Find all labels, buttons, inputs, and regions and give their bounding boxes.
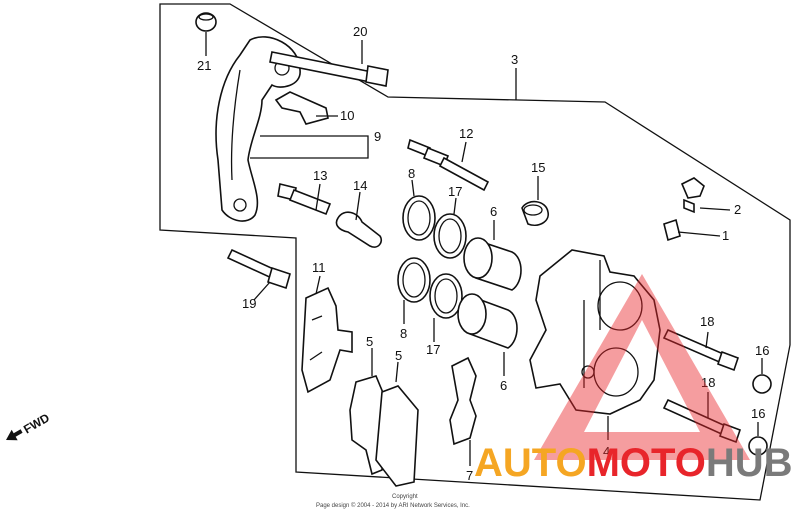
callout-8-lower: 8 (400, 326, 407, 341)
callout-6-upper: 6 (490, 204, 497, 219)
pin-12 (407, 138, 490, 192)
pin-13 (277, 183, 332, 216)
callout-15: 15 (531, 160, 545, 175)
copyright-note: Copyright Page design © 2004 - 2014 by A… (316, 494, 470, 509)
fwd-arrow-icon (6, 429, 23, 441)
shim-11 (301, 286, 353, 394)
callout-18-upper: 18 (700, 314, 714, 329)
svg-text:AUTOMOTOHUB: AUTOMOTOHUB (474, 441, 793, 485)
watermark-logo: AUTOMOTOHUB (474, 274, 793, 485)
callout-16-upper: 16 (755, 343, 769, 358)
cap-16-upper (752, 374, 772, 394)
watermark-hub: HUB (706, 441, 793, 485)
watermark-triangle-icon (534, 274, 750, 460)
cap-16-lower (748, 436, 768, 456)
bleeder-2 (680, 177, 705, 214)
seal-8-lower (397, 257, 431, 303)
cap-1 (663, 218, 681, 242)
caliper-body-4 (529, 249, 661, 415)
seal-17-upper (433, 213, 467, 259)
callout-19: 19 (242, 296, 256, 311)
callout-labels: 1 2 3 4 5 5 6 6 7 8 8 9 10 11 12 13 14 1… (197, 24, 769, 483)
callout-11: 11 (312, 260, 326, 275)
callout-7: 7 (466, 468, 473, 483)
copyright-line1: Copyright (392, 494, 418, 500)
callout-2: 2 (734, 202, 741, 217)
piston-6-lower (457, 293, 518, 349)
copyright-line2: Page design © 2004 - 2014 by ARI Network… (316, 502, 470, 509)
leader-lines (205, 32, 763, 466)
caliper-bracket (215, 36, 301, 222)
boot-14 (335, 211, 383, 248)
spring-7 (449, 356, 477, 446)
callout-21: 21 (197, 58, 211, 73)
callout-17-upper: 17 (448, 184, 462, 199)
callout-16-lower: 16 (751, 406, 765, 421)
callout-18-lower: 18 (701, 375, 715, 390)
pin-18-upper (662, 328, 740, 372)
callout-12: 12 (459, 126, 473, 141)
callout-13: 13 (313, 168, 327, 183)
callout-8-upper: 8 (408, 166, 415, 181)
watermark-auto: AUTO (474, 441, 587, 485)
cap-21 (195, 12, 217, 32)
pad-5-right (375, 385, 419, 487)
callout-9: 9 (374, 129, 381, 144)
pin-18-lower (662, 398, 742, 444)
callout-6-lower: 6 (500, 378, 507, 393)
fwd-arrow: FWD (6, 410, 52, 441)
callout-5-right: 5 (395, 348, 402, 363)
callout-5-left: 5 (366, 334, 373, 349)
cap-15 (521, 200, 549, 227)
callout-20: 20 (353, 24, 367, 39)
pad-spring (274, 91, 329, 125)
fwd-label: FWD (21, 410, 52, 436)
callout-10: 10 (340, 108, 354, 123)
bolt-20 (269, 51, 389, 87)
callout-17-lower: 17 (426, 342, 440, 357)
seal-17-lower (429, 273, 463, 319)
callout-3: 3 (511, 52, 518, 67)
piston-6-upper (463, 237, 522, 291)
seal-8-upper (402, 195, 436, 241)
callout-4: 4 (603, 444, 610, 459)
callout-14: 14 (353, 178, 367, 193)
watermark-moto: MOTO (587, 441, 706, 485)
bolt-19 (226, 248, 291, 290)
callout-1: 1 (722, 228, 729, 243)
